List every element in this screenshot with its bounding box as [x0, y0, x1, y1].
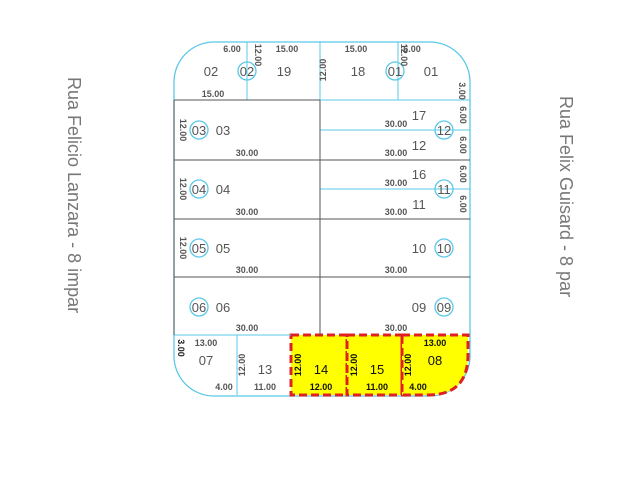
dim-label: 11.00: [366, 382, 388, 392]
dim-label: 12.00: [310, 382, 333, 392]
dim-label: 12.00: [178, 237, 188, 260]
street-label-right: Rua Felix Guisard - 8 par: [556, 96, 576, 298]
dim-label: 30.00: [385, 148, 408, 158]
dim-label: 11.00: [254, 382, 276, 392]
lot-label: 12: [412, 138, 426, 153]
dim-label: 12.00: [237, 354, 247, 377]
highlighted-lot-labels: 14 12.00 12.00 15 12.00 11.00 08 13.00 1…: [293, 338, 446, 392]
lot-label: 07: [199, 353, 213, 368]
dim-label: 4.00: [215, 382, 233, 392]
dim-label: 15.00: [202, 89, 225, 99]
dim-label: 3.00: [176, 339, 186, 357]
lot-labels: 02 02 6.00 15.00 12.00 19 15.00 18 15.00…: [176, 44, 468, 392]
dim-label: 12.00: [178, 119, 188, 142]
dim-label: 6.00: [403, 44, 421, 54]
dim-label: 30.00: [385, 119, 408, 129]
dim-label: 13.00: [424, 338, 447, 348]
new-lot-label: 05: [192, 241, 206, 256]
new-lot-label: 01: [388, 64, 402, 79]
dim-label: 30.00: [385, 265, 408, 275]
dim-label: 6.00: [223, 44, 241, 54]
lot-label: 09: [412, 300, 426, 315]
dim-label: 30.00: [385, 207, 408, 217]
lot-label: 05: [216, 241, 230, 256]
dim-label: 12.00: [349, 354, 359, 377]
dim-label: 12.00: [403, 354, 413, 377]
dim-label: 4.00: [409, 382, 427, 392]
lot-label: 04: [216, 182, 230, 197]
dim-label: 30.00: [236, 207, 259, 217]
lot-label: 17: [412, 108, 426, 123]
dim-label: 6.00: [458, 195, 468, 213]
lot-label: 03: [216, 123, 230, 138]
new-lot-label: 06: [192, 300, 206, 315]
dim-label: 12.00: [253, 44, 263, 67]
dim-label: 3.00: [457, 82, 467, 100]
dim-label: 30.00: [236, 323, 259, 333]
new-lot-label: 03: [192, 123, 206, 138]
lot-label: 10: [412, 241, 426, 256]
dim-label: 30.00: [385, 323, 408, 333]
dim-label: 6.00: [458, 136, 468, 154]
dim-label: 6.00: [458, 165, 468, 183]
lot-lines-dark: [173, 99, 470, 335]
lot-label: 13: [258, 362, 272, 377]
dim-label: 13.00: [195, 338, 218, 348]
dim-label: 30.00: [236, 265, 259, 275]
lot-label: 18: [351, 64, 365, 79]
new-lot-label: 10: [437, 241, 451, 256]
dim-label: 30.00: [236, 148, 259, 158]
lot-label-08: 08: [428, 353, 442, 368]
dim-label: 12.00: [318, 59, 328, 82]
new-lot-circles: [189, 61, 454, 317]
dim-label: 12.00: [178, 178, 188, 201]
dim-label: 30.00: [385, 178, 408, 188]
dim-label: 6.00: [458, 106, 468, 124]
lot-label: 02: [204, 64, 218, 79]
new-lot-label: 11: [437, 182, 451, 197]
lot-label: 06: [216, 300, 230, 315]
lot-label: 19: [277, 64, 291, 79]
street-label-left: Rua Felicio Lanzara - 8 impar: [64, 77, 84, 314]
dim-label: 15.00: [345, 44, 368, 54]
new-lot-label: 12: [437, 123, 451, 138]
lot-label-15: 15: [370, 362, 384, 377]
lot-label: 16: [412, 167, 426, 182]
new-lot-label: 04: [192, 182, 206, 197]
lot-label-14: 14: [314, 362, 328, 377]
highlighted-lots: [289, 333, 470, 397]
lot-08-highlight[interactable]: [400, 333, 470, 397]
lot-label: 01: [424, 64, 438, 79]
new-lot-label: 02: [240, 64, 254, 79]
dim-label: 12.00: [293, 354, 303, 377]
new-lot-label: 09: [437, 300, 451, 315]
lot-label: 11: [412, 197, 426, 212]
dim-label: 15.00: [276, 44, 299, 54]
dim-label: 12.00: [399, 44, 409, 67]
